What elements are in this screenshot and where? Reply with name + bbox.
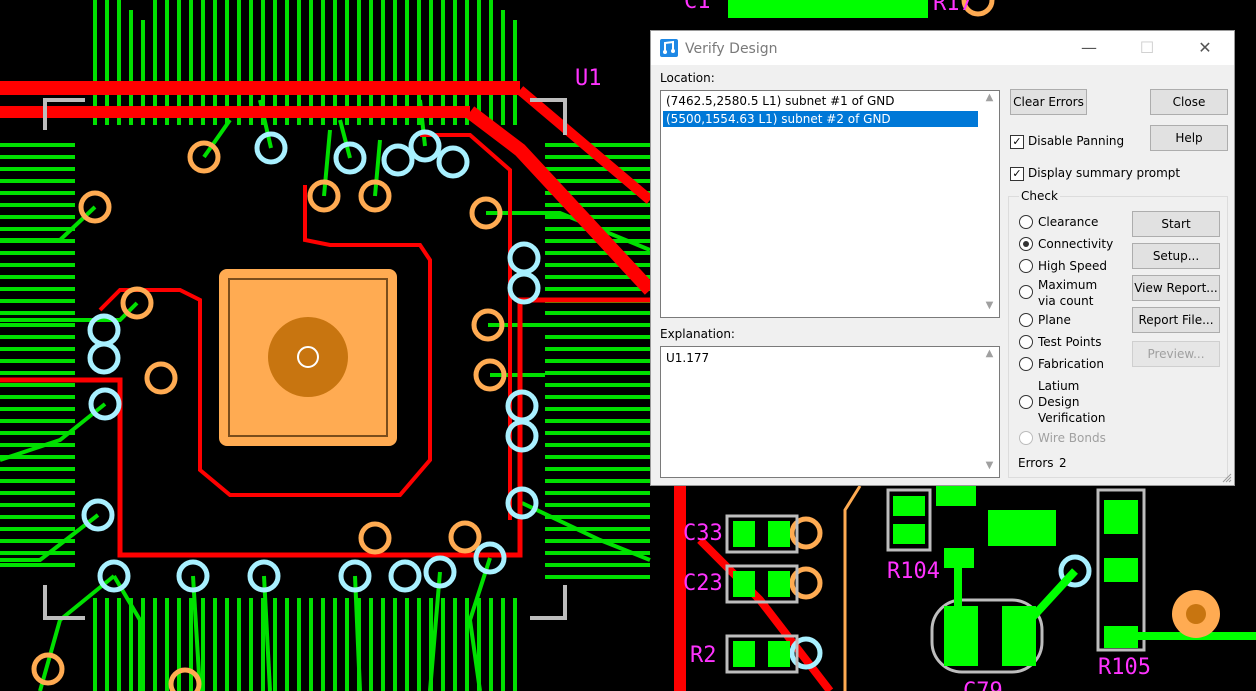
label-r105: R105: [1098, 655, 1151, 680]
radio-test-points[interactable]: [1019, 335, 1033, 349]
radio-plane-label: Plane: [1038, 313, 1071, 327]
radio-clearance[interactable]: [1019, 215, 1033, 229]
radio-test-points-label: Test Points: [1038, 335, 1102, 349]
close-button[interactable]: Close: [1150, 89, 1228, 115]
scroll-up-icon[interactable]: ▲: [985, 348, 994, 359]
display-summary-checkbox[interactable]: ✓: [1010, 167, 1024, 181]
radio-latium-label-1: Latium: [1038, 379, 1080, 393]
disable-panning-checkbox[interactable]: ✓: [1010, 135, 1024, 149]
u1-outline: [43, 98, 567, 620]
label-c79: C79: [963, 679, 1003, 691]
location-list[interactable]: (7462.5,2580.5 L1) subnet #1 of GND (550…: [660, 90, 1000, 318]
resize-grip-icon[interactable]: [1222, 473, 1232, 483]
label-c33: C33: [683, 521, 723, 546]
radio-max-via-label-1: Maximum: [1038, 278, 1098, 292]
app-icon: [660, 39, 678, 57]
display-summary-label: Display summary prompt: [1028, 166, 1181, 180]
radio-fabrication[interactable]: [1019, 357, 1033, 371]
dialog-title: Verify Design: [685, 41, 778, 57]
location-label: Location:: [660, 71, 715, 85]
clear-errors-button[interactable]: Clear Errors: [1010, 89, 1087, 115]
radio-connectivity[interactable]: [1019, 237, 1033, 251]
setup-button[interactable]: Setup...: [1132, 243, 1220, 269]
explanation-label: Explanation:: [660, 327, 735, 341]
help-button[interactable]: Help: [1150, 125, 1228, 151]
scroll-down-icon[interactable]: ▼: [985, 460, 994, 471]
radio-max-via-count[interactable]: [1019, 285, 1033, 299]
maximize-icon: ☐: [1139, 38, 1155, 57]
close-window-icon[interactable]: ✕: [1198, 38, 1212, 57]
label-u1: U1: [575, 66, 602, 91]
scroll-up-icon[interactable]: ▲: [985, 92, 994, 103]
orange-vias: [31, 140, 823, 691]
radio-fabrication-label: Fabrication: [1038, 357, 1104, 371]
silkscreen-labels: U1 C33 C23 R104 R2 R105 C79 R17 C1: [575, 0, 1151, 691]
verify-design-dialog: Verify Design — ☐ ✕ Location: (7462.5,25…: [650, 30, 1235, 486]
center-via: [268, 317, 348, 397]
radio-high-speed-label: High Speed: [1038, 259, 1108, 273]
top-pin-traces: [93, 0, 517, 125]
radio-connectivity-label: Connectivity: [1038, 237, 1114, 251]
explanation-scrollbar[interactable]: ▲ ▼: [980, 347, 999, 477]
radio-latium[interactable]: [1019, 395, 1033, 409]
radio-latium-label-3: Verification: [1038, 411, 1106, 425]
label-r2: R2: [690, 643, 717, 668]
check-group-label: Check: [1019, 189, 1060, 203]
cyan-vias: [81, 129, 1092, 670]
preview-button: Preview...: [1132, 341, 1220, 367]
radio-wire-bonds: [1019, 431, 1033, 445]
bottom-pin-traces: [93, 598, 517, 691]
radio-max-via-label-2: via count: [1038, 294, 1094, 308]
location-item-selected[interactable]: (5500,1554.63 L1) subnet #2 of GND: [663, 111, 978, 127]
location-item[interactable]: (7462.5,2580.5 L1) subnet #1 of GND: [666, 94, 895, 108]
radio-wire-bonds-label: Wire Bonds: [1038, 431, 1106, 445]
radio-clearance-label: Clearance: [1038, 215, 1099, 229]
label-c1: C1: [684, 0, 711, 14]
errors-label: Errors: [1018, 456, 1054, 470]
report-file-button[interactable]: Report File...: [1132, 307, 1220, 333]
check-group: [1008, 196, 1228, 478]
label-r104: R104: [887, 559, 940, 584]
radio-latium-label-2: Design: [1038, 395, 1080, 409]
scroll-down-icon[interactable]: ▼: [985, 300, 994, 311]
disable-panning-label: Disable Panning: [1028, 134, 1125, 148]
dialog-titlebar[interactable]: Verify Design — ☐ ✕: [651, 31, 1234, 65]
radio-plane[interactable]: [1019, 313, 1033, 327]
label-r17: R17: [933, 0, 973, 16]
red-power-traces: [0, 81, 834, 691]
explanation-box[interactable]: U1.177 ▲ ▼: [660, 346, 1000, 478]
errors-count: 2: [1059, 456, 1067, 470]
explanation-text: U1.177: [666, 351, 710, 365]
view-report-button[interactable]: View Report...: [1132, 275, 1220, 301]
start-button[interactable]: Start: [1132, 211, 1220, 237]
label-c23: C23: [683, 571, 723, 596]
minimize-icon[interactable]: —: [1081, 38, 1097, 57]
location-scrollbar[interactable]: ▲ ▼: [980, 91, 999, 317]
smd-components: [725, 0, 1256, 691]
radio-high-speed[interactable]: [1019, 259, 1033, 273]
